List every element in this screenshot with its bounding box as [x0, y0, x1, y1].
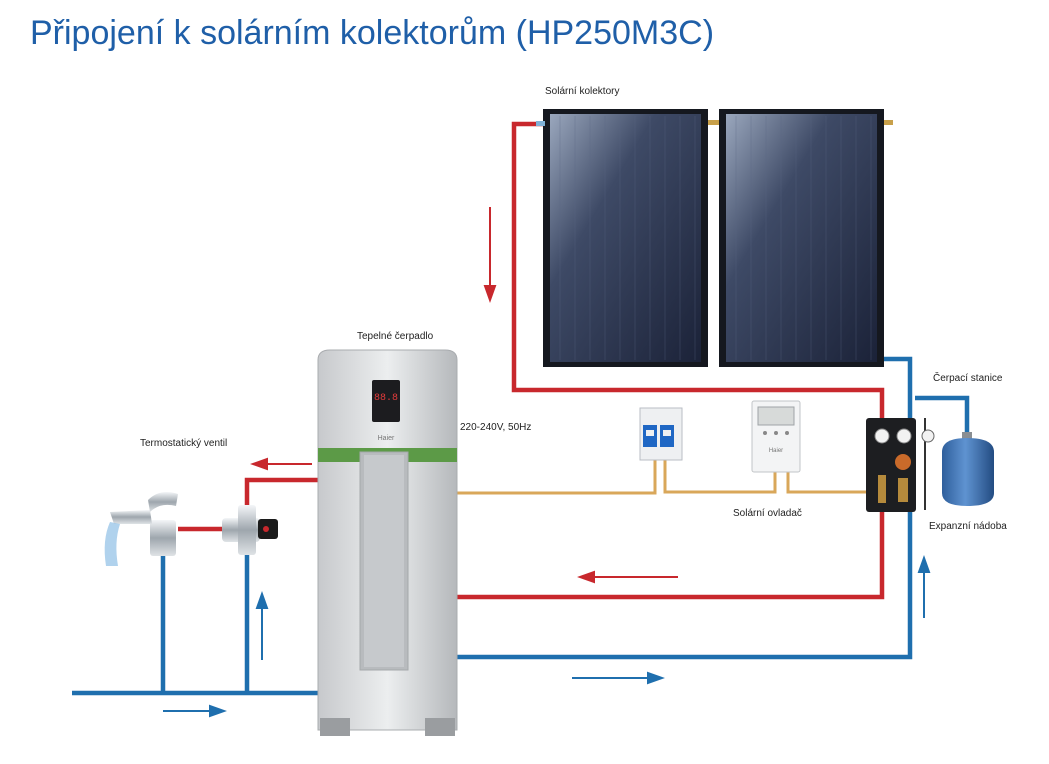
arrow-right-icon	[572, 671, 665, 685]
solar-controller-label: Solární ovladač	[733, 508, 802, 519]
heat-pump-label: Tepelné čerpadlo	[357, 331, 434, 342]
solar-collectors	[536, 109, 893, 367]
arrow-left-icon	[577, 570, 678, 584]
solar-controller-device	[751, 400, 801, 473]
thermostatic-valve-label: Termostatický ventil	[140, 438, 228, 449]
flow-arrows	[163, 207, 931, 718]
expansion-tank-label: Expanzní nádoba	[929, 521, 1007, 532]
expansion-tank	[942, 432, 994, 506]
heat-pump-brand-text: Haier	[378, 435, 395, 442]
panel-connector	[536, 121, 545, 126]
panel-connector	[708, 120, 719, 125]
arrow-right-icon	[163, 704, 227, 718]
faucet	[104, 492, 178, 566]
pump-station	[866, 418, 935, 512]
cold-water-pipes	[72, 356, 970, 696]
hot-water-pipes	[178, 121, 885, 600]
power-cables	[455, 455, 868, 495]
controller-brand-text: Haier	[769, 448, 783, 454]
arrow-up-icon	[917, 555, 931, 618]
solar-collectors-label: Solární kolektory	[545, 86, 620, 97]
power-spec-label: 220-240V, 50Hz	[460, 422, 532, 433]
solar-panel	[719, 109, 884, 367]
pump-station-label: Čerpací stanice	[933, 373, 1003, 384]
arrow-down-icon	[483, 207, 497, 303]
heat-pump-display-text: 88.8	[374, 393, 398, 404]
solar-panel	[543, 109, 708, 367]
arrow-left-icon	[250, 457, 312, 471]
heat-pump-display	[372, 380, 400, 422]
page-title: Připojení k solárním kolektorům (HP250M3…	[30, 14, 715, 52]
panel-connector	[884, 120, 893, 125]
thermostatic-valve	[222, 505, 278, 555]
heat-pump	[317, 349, 458, 736]
circuit-breaker	[639, 407, 683, 461]
arrow-up-icon	[255, 591, 269, 660]
